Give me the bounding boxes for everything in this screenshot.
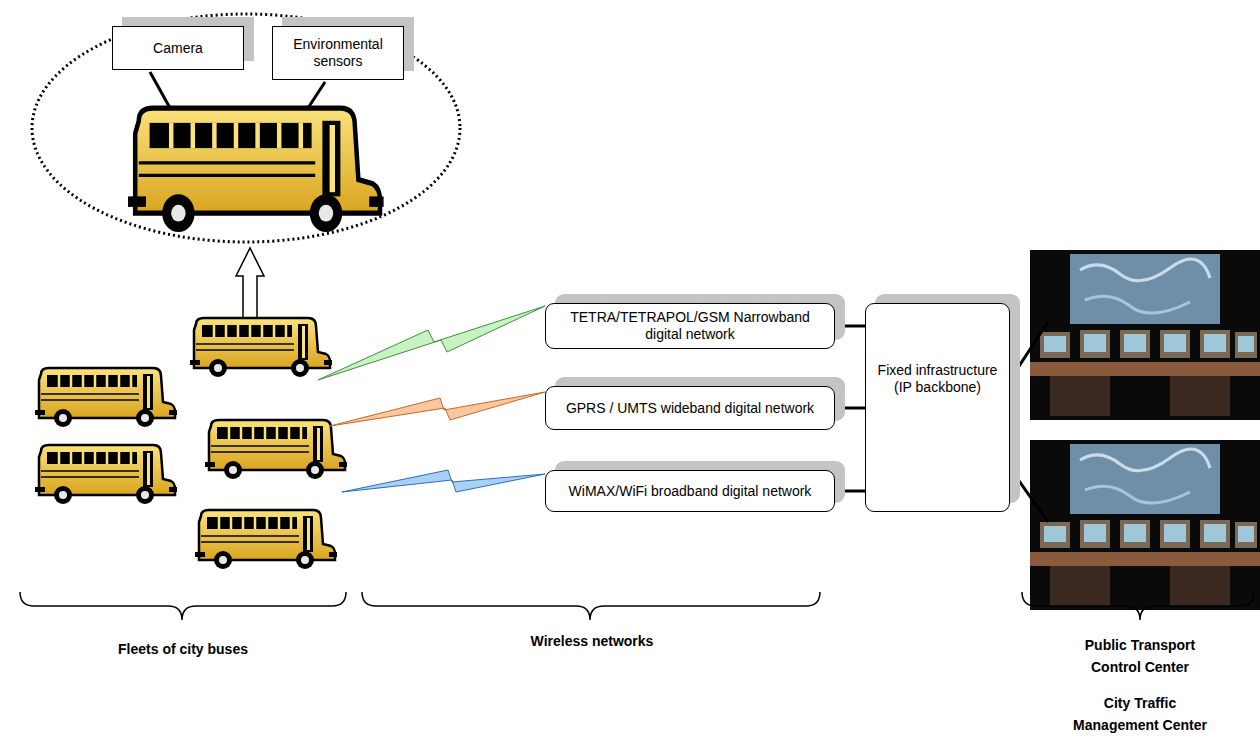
backbone-box: Fixed infrastructure (IP backbone) <box>865 303 1010 512</box>
network-box: WiMAX/WiFi broadband digital network <box>545 470 835 512</box>
group-label: Public Transport Control Center <box>1065 634 1215 678</box>
connector-line <box>835 325 865 328</box>
node-text: TETRA/TETRAPOL/GSM Narrowband digital ne… <box>554 309 826 343</box>
node-text: Camera <box>153 40 203 57</box>
group-label: City Traffic Management Center <box>1065 692 1215 736</box>
sensor-box: Environmental sensors <box>272 26 404 80</box>
connector-line <box>835 407 865 410</box>
group-label: Fleets of city buses <box>33 638 333 660</box>
network-box: TETRA/TETRAPOL/GSM Narrowband digital ne… <box>545 303 835 349</box>
connector-line <box>835 490 865 493</box>
node-text: GPRS / UMTS wideband digital network <box>566 400 814 417</box>
node-text: WiMAX/WiFi broadband digital network <box>569 483 812 500</box>
sensor-box: Camera <box>112 26 244 70</box>
node-text: Fixed infrastructure (IP backbone) <box>874 362 1001 396</box>
network-box: GPRS / UMTS wideband digital network <box>545 386 835 430</box>
group-label: Wireless networks <box>442 630 742 652</box>
node-text: Environmental sensors <box>281 36 395 70</box>
